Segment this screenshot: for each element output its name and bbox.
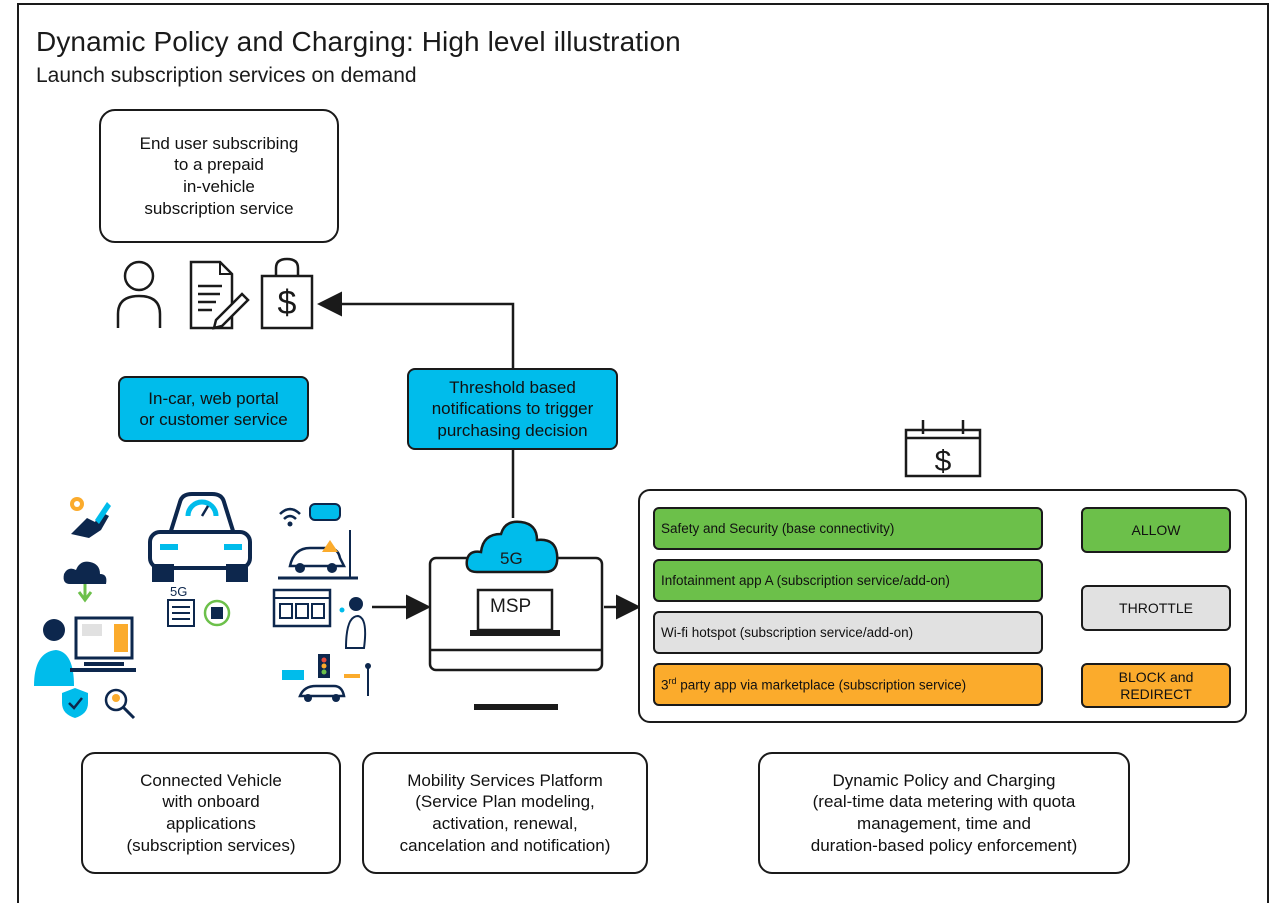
- page-subtitle: Launch subscription services on demand: [36, 64, 417, 87]
- action-allow: ALLOW: [1081, 507, 1231, 553]
- wifi-vr-car-icon: [278, 503, 358, 580]
- 5g-cloud-label: 5G: [500, 549, 523, 568]
- svg-text:$: $: [278, 284, 297, 322]
- app-row-wifi-hotspot: Wi-fi hotspot (subscription service/add-…: [653, 611, 1043, 654]
- chip-refresh-icon: [203, 599, 231, 627]
- notification-arrow: [317, 291, 515, 368]
- 5g-cloud-icon: [465, 520, 559, 574]
- app-row-third-party: 3rd party app via marketplace (subscript…: [653, 663, 1043, 706]
- msp-label: MSP: [490, 596, 532, 617]
- threshold-notification-callout: Threshold based notifications to trigger…: [407, 368, 618, 450]
- gear-wrench-hand-icon: [70, 497, 111, 538]
- service-agent-computer-icon: [34, 616, 136, 686]
- app-row-label: 3rd party app via marketplace (subscript…: [661, 676, 967, 693]
- channels-callout: In-car, web portal or customer service: [118, 376, 309, 442]
- connected-vehicle-box: Connected Vehicle with onboard applicati…: [81, 752, 341, 874]
- app-row-label: Infotainment app A (subscription service…: [661, 573, 950, 588]
- mobility-services-platform-box: Mobility Services Platform (Service Plan…: [362, 752, 648, 874]
- app-row-label: Wi-fi hotspot (subscription service/add-…: [661, 625, 914, 640]
- shield-check-icon: [62, 688, 88, 718]
- connected-car-icon: [148, 492, 252, 582]
- smart-city-traffic-icon: [282, 654, 371, 702]
- server-list-icon: [167, 599, 195, 627]
- app-row-label: Safety and Security (base connectivity): [661, 521, 895, 536]
- person-icon: [116, 260, 162, 328]
- action-throttle: THROTTLE: [1081, 585, 1231, 631]
- svg-text:$: $: [935, 445, 952, 478]
- calendar-dollar-icon: $: [904, 420, 982, 478]
- diagram-frame: [17, 3, 1269, 903]
- vehicle-5g-label: 5G: [170, 584, 188, 599]
- msp-monitor-icon: [428, 556, 604, 710]
- document-edit-icon: [189, 260, 250, 330]
- shopping-bag-dollar-icon: $: [260, 257, 314, 330]
- idea-magnifier-icon: [104, 688, 136, 720]
- app-row-infotainment: Infotainment app A (subscription service…: [653, 559, 1043, 602]
- action-block-redirect: BLOCK and REDIRECT: [1081, 663, 1231, 708]
- dashboard-person-icon: [272, 588, 367, 649]
- end-user-box: End user subscribing to a prepaid in-veh…: [99, 109, 339, 243]
- app-row-safety: Safety and Security (base connectivity): [653, 507, 1043, 550]
- page-title: Dynamic Policy and Charging: High level …: [36, 26, 681, 57]
- dynamic-policy-charging-box: Dynamic Policy and Charging (real-time d…: [758, 752, 1130, 874]
- cloud-download-icon: [63, 561, 107, 603]
